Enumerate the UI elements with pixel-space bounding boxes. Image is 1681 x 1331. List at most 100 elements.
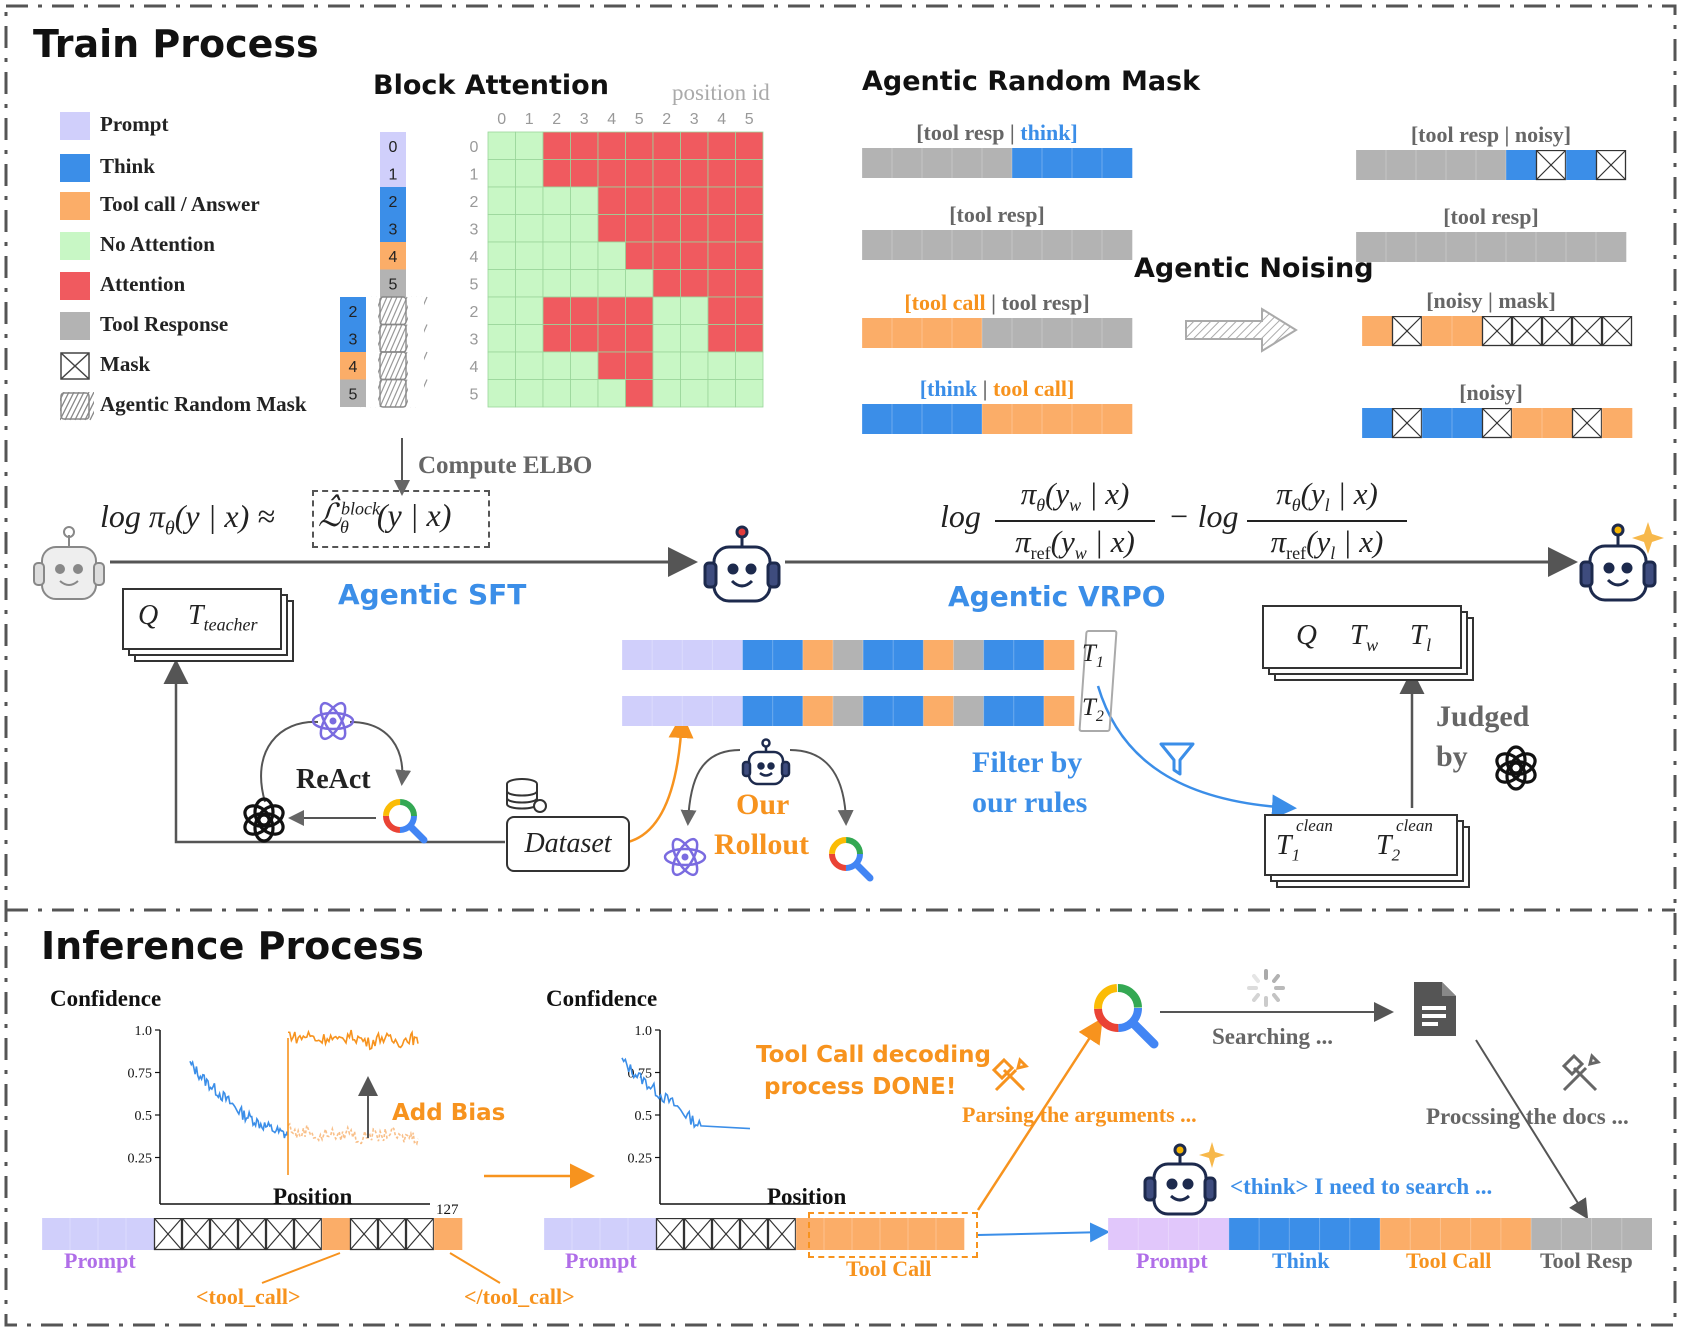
token-cell	[953, 696, 984, 726]
legend-label: Agentic Random Mask	[100, 392, 307, 416]
token-cell	[1446, 232, 1477, 262]
token-cell	[936, 1218, 965, 1250]
attention-cell	[487, 379, 516, 408]
attention-cell	[735, 379, 764, 408]
attention-cell	[515, 131, 544, 160]
tool-call-open-tag: <tool_call>	[196, 1284, 301, 1309]
token-cell	[1042, 230, 1073, 260]
attention-cell	[542, 214, 571, 243]
token-cell	[1102, 230, 1133, 260]
noisy-row-cells	[1362, 316, 1633, 347]
legend-swatch	[60, 154, 90, 182]
token-cell	[1566, 232, 1597, 262]
mask-row-label: [tool call | tool resp]	[904, 290, 1090, 315]
mask-row-cells	[862, 318, 1133, 348]
y-tick-label: 1.0	[135, 1024, 153, 1039]
token-cell	[322, 1218, 351, 1250]
token-cell	[628, 1218, 657, 1250]
robot-icon	[1143, 1142, 1225, 1216]
seq2-toolcall-label: Tool Call	[846, 1256, 932, 1281]
attention-cell	[570, 131, 599, 160]
token-cell	[1228, 1218, 1260, 1250]
token-id: 3	[349, 331, 358, 348]
token-id: 3	[389, 221, 398, 238]
funnel-icon	[1159, 742, 1195, 776]
token-cell	[832, 640, 864, 670]
token-id: 4	[389, 249, 398, 266]
final-sequence-cells	[1108, 1218, 1652, 1250]
attention-cell	[707, 296, 736, 325]
train-title: Train Process	[33, 22, 319, 66]
token-id: 4	[349, 359, 358, 376]
token-cell	[1410, 1218, 1441, 1250]
token-cell	[832, 696, 864, 726]
tool-call-close-tag: </tool_call>	[464, 1284, 575, 1309]
attention-cell	[680, 159, 709, 188]
attention-cell	[707, 186, 736, 215]
chart1-ylabel: Confidence	[50, 986, 162, 1011]
token-cell	[742, 696, 773, 726]
attention-cell	[597, 214, 626, 243]
tools-icon	[991, 1057, 1029, 1092]
attention-cell	[652, 324, 681, 353]
token-cell	[1356, 232, 1387, 262]
attention-cell	[735, 269, 764, 298]
seq1-prompt-label: Prompt	[64, 1248, 136, 1273]
attention-cell	[570, 379, 599, 408]
token-cell	[1012, 318, 1043, 348]
attention-cell	[707, 159, 736, 188]
token-cell	[1349, 1218, 1381, 1250]
database-icon	[506, 778, 547, 813]
token-cell	[380, 269, 406, 297]
confidence-chart-done: 1.00.750.50.25	[621, 1024, 810, 1205]
token-cell	[42, 1218, 71, 1250]
noisy-row-label: [noisy | mask]	[1426, 288, 1556, 313]
think-text: <think> I need to search ...	[1230, 1174, 1493, 1199]
attention-cell	[735, 324, 764, 353]
attention-cell	[487, 269, 516, 298]
y-tick-label: 0.25	[128, 1152, 153, 1167]
end-position-label: 127	[436, 1202, 459, 1218]
token-cell	[1072, 230, 1103, 260]
robot-icon	[1579, 522, 1664, 602]
attention-cell	[597, 241, 626, 270]
row-id: 0	[470, 139, 479, 156]
final-prompt-label: Prompt	[1136, 1248, 1208, 1273]
mask-row-cells	[862, 148, 1133, 178]
series-line	[287, 1029, 419, 1051]
column-id: 5	[635, 111, 644, 128]
token-cell	[1102, 148, 1133, 178]
attention-cell	[707, 351, 736, 380]
rollout-row-cells	[622, 696, 1075, 726]
block-attention-title: Block Attention	[373, 70, 609, 101]
attention-cell	[542, 379, 571, 408]
inference-flow-arrows	[261, 1002, 1589, 1284]
attention-cell	[487, 186, 516, 215]
token-cell	[712, 640, 743, 670]
attention-cell	[707, 131, 736, 160]
our-label: Our	[736, 788, 790, 821]
token-cell	[923, 696, 954, 726]
inference-title: Inference Process	[41, 924, 424, 968]
attention-cell	[652, 241, 681, 270]
token-cell	[1013, 640, 1045, 670]
attention-cell	[515, 379, 544, 408]
token-id: 2	[389, 194, 398, 211]
noisy-row-label: [noisy]	[1459, 380, 1523, 405]
openai-logo-icon	[1495, 745, 1537, 791]
attention-cell	[652, 214, 681, 243]
spinner-icon	[1247, 969, 1285, 1007]
token-cell	[652, 640, 683, 670]
token-cell	[1566, 150, 1597, 180]
token-cell	[380, 187, 406, 215]
sparkle-icon	[1199, 1142, 1225, 1168]
legend-label: Tool Response	[100, 312, 229, 336]
token-cell	[922, 404, 953, 434]
token-id: 1	[389, 166, 398, 183]
mask-row-cells	[862, 230, 1133, 260]
token-cell	[952, 318, 983, 348]
token-cell	[982, 230, 1013, 260]
token-cell	[1512, 408, 1543, 438]
token-cell	[1012, 404, 1043, 434]
token-cell	[1506, 150, 1537, 180]
